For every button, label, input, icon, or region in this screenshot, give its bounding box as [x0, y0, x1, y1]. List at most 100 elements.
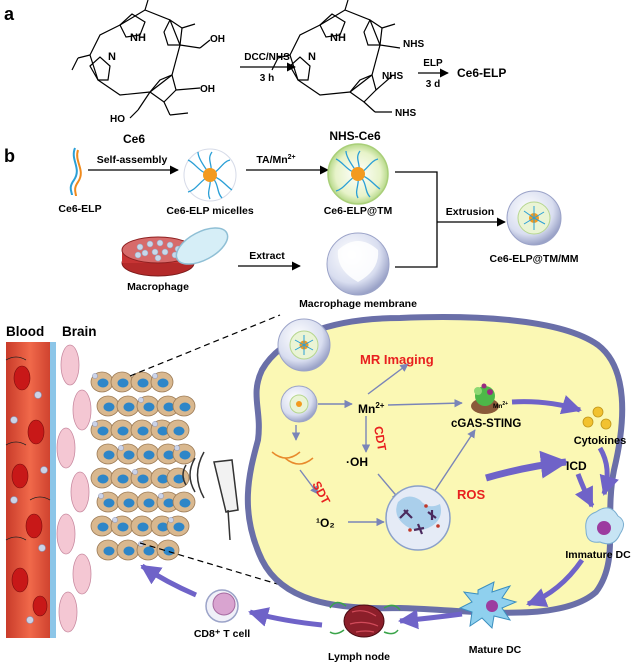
nanoparticle-dot: [158, 493, 164, 499]
ce6-structure: [71, 0, 211, 119]
nhs-ce6-name: NHS-Ce6: [329, 129, 381, 143]
membrane-label: Macrophage membrane: [299, 298, 417, 310]
tumor-cell-nucleus: [97, 522, 109, 532]
ce6-elp-label: Ce6-ELP: [58, 203, 101, 215]
cdt-label: CDT: [371, 425, 389, 452]
tumor-cell-nucleus: [157, 378, 169, 388]
brain-label: Brain: [62, 324, 97, 339]
tumor-cell-nucleus: [117, 522, 129, 532]
immature-dc-label: Immature DC: [565, 549, 631, 561]
nanoparticle-dot: [118, 445, 124, 451]
nanoparticle-dot: [152, 373, 158, 379]
tumor-cell-nucleus: [157, 426, 169, 436]
extract-label: Extract: [249, 250, 285, 262]
nanoparticle-dot: [168, 517, 174, 523]
tumor-cell-nucleus: [103, 450, 115, 460]
final-label: Ce6-ELP@TM/MM: [490, 253, 579, 265]
tumor-cell: [244, 314, 626, 616]
nhs-group-1: NHS: [403, 39, 424, 50]
oh-radical-label: ·OH: [346, 455, 368, 469]
ce6-oh1: OH: [210, 34, 225, 45]
nanoparticle-dot: [112, 517, 118, 523]
step2-reagent: ELP: [423, 58, 443, 69]
ce6-elp-product: Ce6-ELP: [457, 66, 506, 80]
tumor-cell-nucleus: [143, 402, 155, 412]
ce6-oh2: OH: [200, 84, 215, 95]
pathway-arrows: [140, 395, 619, 630]
ce6-elp-tm-mm-icon: [506, 190, 562, 246]
tumor-cell-nucleus: [137, 426, 149, 436]
tumor-cell-nucleus: [173, 522, 185, 532]
self-assembly-label: Self-assembly: [97, 154, 168, 166]
blood-label: Blood: [6, 324, 44, 339]
petri-dish-icon: [121, 227, 229, 277]
ce6-elp-tm-icon: [327, 143, 389, 205]
micelle-icon: [183, 148, 237, 202]
nucleus-to-sting-arrow: [429, 429, 476, 499]
nanoparticle-inside: [280, 385, 318, 423]
tumor-cell-nucleus: [173, 426, 185, 436]
nanoparticle-dot: [174, 445, 180, 451]
tumor-cell-nucleus: [163, 546, 175, 556]
mn-to-mri-arrow: [367, 363, 409, 395]
mn-small-label: Mn2+: [493, 401, 508, 410]
lymph-node-label: Lymph node: [328, 651, 390, 663]
ce6-elp-molecule-icon: [69, 147, 82, 197]
tumor-cell-nucleus: [103, 498, 115, 508]
nhs-group-2: NHS: [382, 71, 403, 82]
nanoparticle-dot: [92, 421, 98, 427]
zoom-line-top: [129, 314, 281, 377]
mature-dc-label: Mature DC: [469, 644, 522, 656]
macrophage-label: Macrophage: [127, 281, 189, 293]
merge-bracket: [395, 171, 438, 268]
mature-dc-icon: [458, 581, 518, 630]
wave-to-sdt-arrow: [299, 469, 319, 495]
tumor-cell-nucleus: [157, 474, 169, 484]
tumor-cell-nucleus: [163, 450, 175, 460]
cgas-sting-label: cGAS-STING: [451, 418, 521, 430]
tumor-cell-nucleus: [137, 522, 149, 532]
tumor-cell-nucleus: [157, 522, 169, 532]
tumor-cell-nucleus: [137, 474, 149, 484]
mn-to-sting-arrow: [387, 399, 463, 408]
singlet-oxygen-label: ¹O₂: [316, 516, 335, 530]
nhs-ce6-n: N: [308, 51, 316, 63]
nanoparticle-dot: [138, 397, 144, 403]
step1-reagent: DCC/NHS: [244, 52, 290, 63]
tumor-cell-nucleus: [117, 474, 129, 484]
ce6-n: N: [108, 51, 116, 63]
ultrasound-probe-icon: [182, 451, 239, 541]
tumor-cell-nucleus: [163, 498, 175, 508]
tumor-cell-nucleus: [143, 450, 155, 460]
step2-time: 3 d: [426, 79, 440, 90]
lymph-node-icon: [329, 601, 401, 638]
tm-label: Ce6-ELP@TM: [324, 205, 393, 217]
cytokines-icon: [582, 406, 612, 430]
nanoparticle-dot: [92, 373, 98, 379]
ta-mn-label: TA/Mn2+: [256, 154, 295, 166]
tumor-cell-nucleus: [143, 498, 155, 508]
tumor-cell-nucleus: [179, 402, 191, 412]
ultrasound-waves-icon: [271, 451, 314, 465]
nhs-ce6-nh: NH: [330, 32, 346, 44]
ce6-nh: NH: [130, 32, 146, 44]
tumor-cell-nucleus: [97, 378, 109, 388]
tumor-cell-nucleus: [97, 474, 109, 484]
tumor-cell-nucleus: [117, 426, 129, 436]
tumor-cell-nucleus: [143, 546, 155, 556]
immature-dc-icon: [585, 507, 624, 545]
nanoparticle-dot: [98, 493, 104, 499]
ros-label: ROS: [457, 487, 486, 502]
zoom-line-bottom: [139, 542, 379, 615]
nhs-group-3: NHS: [395, 108, 416, 119]
micelles-label: Ce6-ELP micelles: [166, 205, 254, 217]
tumor-cell-nucleus: [97, 426, 109, 436]
membrane-vesicle-icon: [326, 232, 390, 296]
tumor-cell-nucleus: [179, 450, 191, 460]
step1-time: 3 h: [260, 73, 274, 84]
mn-label: Mn2+: [358, 401, 385, 416]
tumor-cell-nucleus: [123, 450, 135, 460]
tumor-cell-nucleus: [179, 498, 191, 508]
icd-label: ICD: [566, 459, 587, 473]
